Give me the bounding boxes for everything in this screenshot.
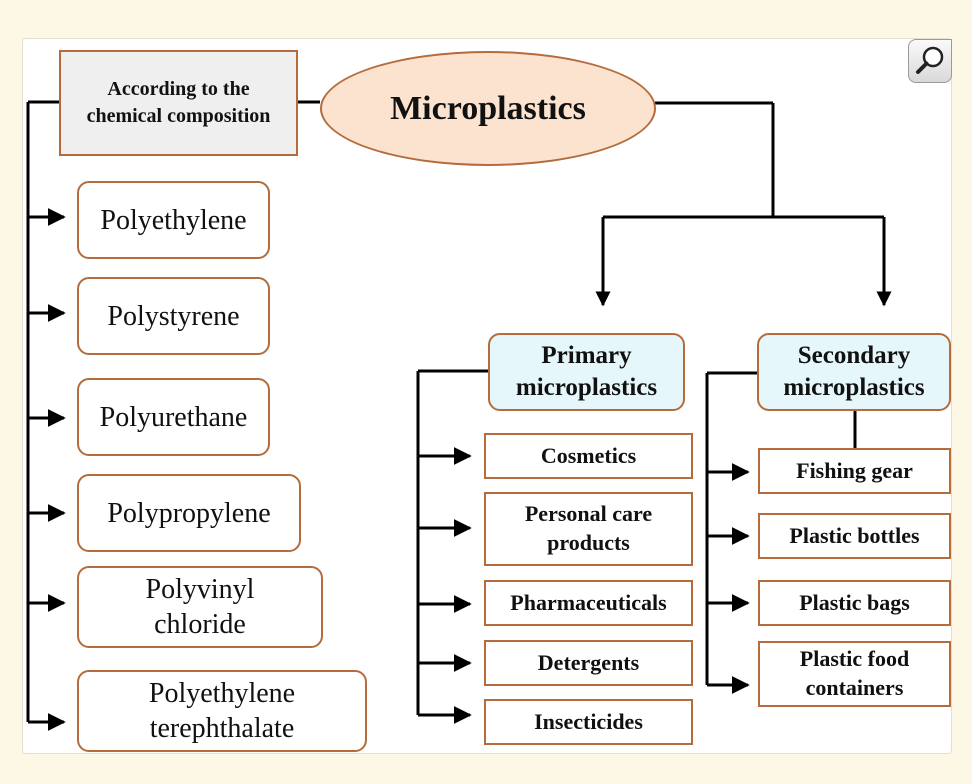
- magnifier-icon: [916, 46, 944, 74]
- primary-source-node: Insecticides: [484, 699, 693, 745]
- chemical-type-node: Polyethylene terephthalate: [77, 670, 367, 752]
- chemical-type-node: Polystyrene: [77, 277, 270, 355]
- chemical-composition-header: According to the chemical composition: [59, 50, 298, 156]
- secondary-source-node: Fishing gear: [758, 448, 951, 494]
- secondary-source-node: Plastic bottles: [758, 513, 951, 559]
- chemical-type-node: Polyvinyl chloride: [77, 566, 323, 648]
- zoom-button[interactable]: [908, 39, 952, 83]
- secondary-source-node: Plastic bags: [758, 580, 951, 626]
- primary-source-node: Personal care products: [484, 492, 693, 566]
- chemical-type-node: Polypropylene: [77, 474, 301, 552]
- secondary-source-node: Plastic food containers: [758, 641, 951, 707]
- secondary-microplastics-node: Secondary microplastics: [757, 333, 951, 411]
- chemical-type-node: Polyethylene: [77, 181, 270, 259]
- root-node-microplastics: Microplastics: [320, 51, 656, 166]
- primary-source-node: Cosmetics: [484, 433, 693, 479]
- primary-microplastics-node: Primary microplastics: [488, 333, 685, 411]
- primary-source-node: Pharmaceuticals: [484, 580, 693, 626]
- chemical-type-node: Polyurethane: [77, 378, 270, 456]
- primary-source-node: Detergents: [484, 640, 693, 686]
